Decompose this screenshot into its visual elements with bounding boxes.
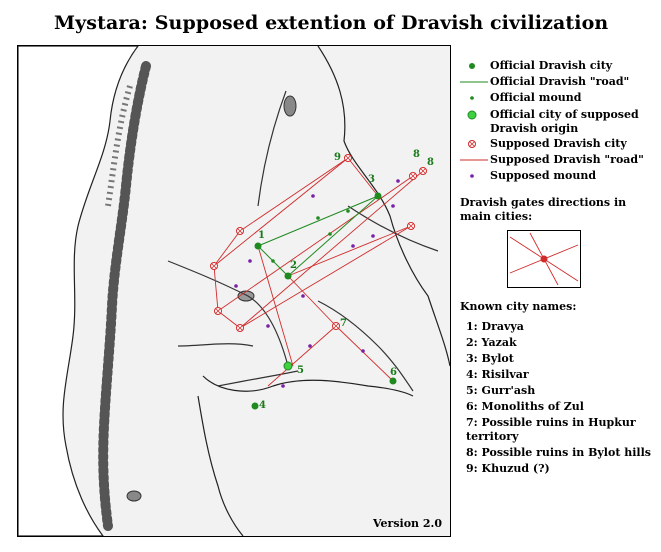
list-item: 9: Khuzud (?) [466,462,550,475]
mountain-ridge [98,61,151,531]
map-label-9: 9 [334,152,341,163]
legend-item-supposed-mound: Supposed mound [460,168,660,184]
river [177,343,254,347]
list-item: 4: Risilvar [466,368,529,381]
gates-directions [509,232,579,286]
legend: Official Dravish city Official Dravish "… [460,58,660,184]
south-coast [202,375,414,397]
coast-east [317,46,450,367]
page-title: Mystara: Supposed extention of Dravish c… [54,12,609,34]
map-label-5: 5 [297,365,304,376]
supposed-mounds [234,179,400,388]
river [217,370,299,387]
official-cities [251,192,397,410]
southern-land [197,395,244,536]
list-item: 7: Possible ruins in Hupkur territory [466,416,636,443]
legend-item-official-city: Official Dravish city [460,58,660,74]
list-item: 3: Bylot [466,352,514,365]
map-label-1: 1 [258,230,265,241]
map-label-4: 4 [259,400,266,411]
legend-item-official-road: Official Dravish "road" [460,75,630,88]
list-item: 8: Possible ruins in Bylot hills [466,446,651,459]
river [257,90,287,207]
map-panel: 1 2 3 4 5 6 7 8 8 9 Version 2.0 [17,45,451,537]
list-item: 1: Dravya [466,320,524,333]
gates-title: Dravish gates directions in main cities: [460,196,627,223]
gates-diagram [507,230,581,288]
river [347,205,439,252]
map-label-8a: 8 [413,149,420,160]
map-label-6: 6 [390,367,397,378]
map-label-2: 2 [290,260,297,271]
map-label-7: 7 [340,318,347,329]
coastline [18,46,139,536]
known-names-title: Known city names: [460,300,577,313]
list-item: 6: Monoliths of Zul [466,400,584,413]
official-mounds [271,209,350,263]
official-origin-city [283,361,293,371]
legend-item-official-origin: Official city of supposed Dravish origin [460,106,660,136]
map-drawing [18,46,450,536]
known-names-list: 1: Dravya 2: Yazak 3: Bylot 4: Risilvar … [466,320,656,478]
supposed-roads [213,157,424,387]
version-label: Version 2.0 [373,517,442,530]
mountain-ridge-2 [105,85,133,207]
list-item: 2: Yazak [466,336,517,349]
map-label-8b: 8 [427,157,434,168]
list-item: 5: Gurr'ash [466,384,536,397]
lake [126,490,142,502]
river [317,300,414,392]
legend-item-supposed-road: Supposed Dravish "road" [460,153,644,166]
legend-item-supposed-city: Supposed Dravish city [460,136,660,152]
map-label-3: 3 [368,174,375,185]
river [167,260,289,367]
legend-item-official-mound: Official mound [460,90,660,106]
lake [283,95,297,117]
